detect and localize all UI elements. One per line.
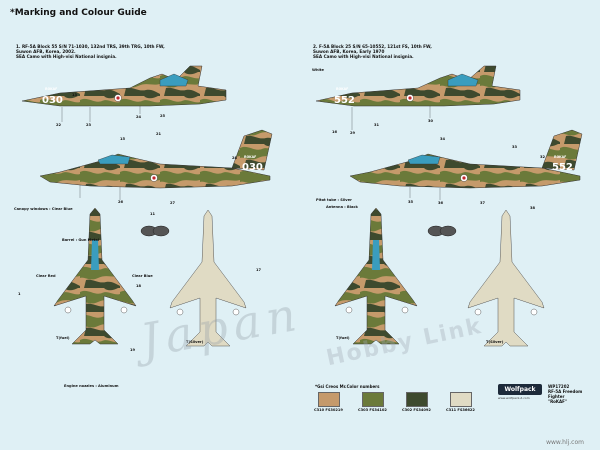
profile-1-rokaf: ROKAF: [45, 87, 57, 91]
callout-35: 36: [438, 201, 444, 205]
silver-tank-label-2: T(Silver): [486, 340, 504, 344]
profile-2b-serial: 552: [552, 162, 573, 173]
colour-note: *Gsi Creos Mr.Color numbers: [315, 384, 380, 389]
profile-2-caption-line-2: Suwon AFB, Korea, Early 1970: [313, 49, 385, 55]
callout-23: 24: [136, 115, 142, 119]
profile-2-rokaf: ROKAF: [336, 87, 348, 91]
callout-28: 29: [350, 131, 356, 135]
profile-2-caption: 2. F-5A Block 25 S/N 65-10552, 121st FS,…: [313, 44, 432, 60]
profile-1-opposite-side-view: ROKAF 030: [39, 129, 273, 189]
clear-blue-label: Clear Blue: [132, 274, 153, 278]
barrel-label: Barrel : Gun Metal: [62, 238, 100, 242]
callout-25: 26: [118, 200, 124, 204]
fuel-tank-label-1: T(fuel): [56, 336, 70, 340]
callout-leader-lines: [61, 106, 441, 200]
profile-1b-rokaf: ROKAF: [244, 155, 256, 159]
callout-37: 38: [530, 206, 536, 210]
callout-36: 37: [480, 201, 486, 205]
profile-2-side-view: ROKAF 552: [315, 65, 521, 107]
callout-27: 28: [232, 156, 238, 160]
callout-22: 23: [86, 123, 92, 127]
canopy-label: Canopy windows : Clear Blue: [14, 207, 73, 211]
profile-1-bottom-view: [169, 209, 247, 347]
swatch-c303: [362, 392, 384, 407]
callout-32: 33: [512, 145, 518, 149]
callout-38: 16: [332, 130, 338, 134]
profile-2-caption-line-1: 2. F-5A Block 25 S/N 65-10552, 121st FS,…: [313, 44, 432, 49]
callout-20: 21: [156, 132, 162, 136]
callout-29: 30: [428, 119, 434, 123]
sheet-title: *Marking and Colour Guide: [10, 8, 147, 18]
profile-2-serial: 552: [334, 95, 355, 106]
site-url: www.hlj.com: [546, 439, 584, 446]
profile-2-caption-line-3: SEA Camo with High-visi National insigni…: [313, 54, 414, 60]
swatch-label-c302: C302 FS34092: [402, 408, 431, 412]
profile-1b-serial: 030: [242, 162, 263, 173]
swatch-c311: [450, 392, 472, 407]
profile-1-top-view: [53, 207, 137, 345]
profile-2b-rokaf: ROKAF: [554, 155, 566, 159]
callout-33: 34: [440, 137, 446, 141]
profile-1-side-view: ROKAF 030: [21, 65, 227, 107]
product-info: WP17202 RF-5A Freedom Fighter "RoKAF": [548, 384, 600, 404]
callout-21: 22: [56, 123, 62, 127]
brand-logo: Wolfpack: [498, 384, 542, 395]
callout-19: 1: [18, 292, 21, 296]
profile-2-top-view: [334, 207, 418, 345]
swatch-c302: [406, 392, 428, 407]
swatch-c310: [318, 392, 340, 407]
swatch-label-c310: C310 FS30219: [314, 408, 343, 412]
callout-11: 17: [256, 268, 262, 272]
white-label: White: [312, 68, 324, 72]
callout-16: 11: [150, 212, 156, 216]
pitot-label: Pitot tube : Silver: [316, 198, 352, 202]
callout-15: 15: [120, 137, 126, 141]
callout-31: 32: [540, 155, 546, 159]
product-name: RF-5A Freedom Fighter: [548, 389, 583, 399]
product-code: WP17202: [548, 384, 570, 389]
callout-13: 13: [72, 93, 78, 97]
engine-nozzle-label: Engine nozzles : Aluminum: [64, 384, 119, 388]
callout-24: 25: [160, 114, 166, 118]
callout-34: 35: [408, 200, 414, 204]
callout-18: 19: [130, 348, 136, 352]
swatch-label-c311: C311 FS36622: [446, 408, 475, 412]
profile-1-caption-line-2: Suwon AFB, Korea, 2002.: [16, 49, 76, 55]
callout-26: 27: [170, 201, 176, 205]
engine-nozzles-detail: [140, 225, 457, 237]
brand-url: www.wolfpack-d.com: [498, 396, 530, 400]
profile-1-serial: 030: [42, 95, 63, 106]
fuel-tank-label-2: T(fuel): [336, 336, 350, 340]
antenna-label: Antenna : Black: [326, 205, 358, 209]
swatch-label-c303: C303 FS34102: [358, 408, 387, 412]
callout-17: 18: [136, 284, 142, 288]
product-subtitle: "RoKAF": [548, 399, 567, 404]
callout-30: 31: [374, 123, 380, 127]
profile-2-bottom-view: [467, 209, 545, 347]
profile-2-opposite-side-view: ROKAF 552: [349, 129, 583, 189]
profile-1-caption-line-1: 1. RF-5A Block 55 S/N 71-1030, 132nd TRS…: [16, 44, 165, 49]
silver-tank-label-1: T(Silver): [186, 340, 204, 344]
profile-1-caption: 1. RF-5A Block 55 S/N 71-1030, 132nd TRS…: [16, 44, 165, 60]
clear-red-label: Clear Red: [36, 274, 56, 278]
profile-1-caption-line-3: SEA Camo with High-visi National insigni…: [16, 54, 117, 60]
